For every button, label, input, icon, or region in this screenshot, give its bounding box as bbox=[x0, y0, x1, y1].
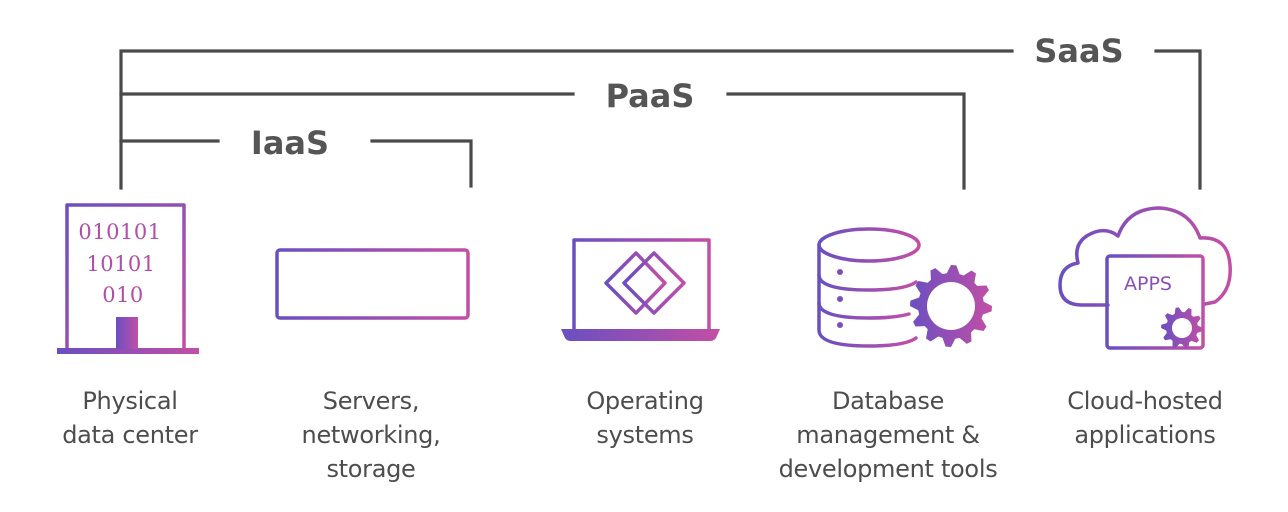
caption-operating-systems: Operating systems bbox=[586, 387, 704, 449]
rack-slots bbox=[304, 272, 443, 297]
building-binary-icon: 010101 10101 010 bbox=[57, 203, 199, 354]
bracket-saas-left-line bbox=[119, 49, 1014, 190]
binary-line-2: 10101 bbox=[86, 252, 155, 276]
database-gear-icon bbox=[817, 227, 992, 348]
gear-hole bbox=[1172, 318, 1192, 338]
bracket-saas-right-line bbox=[1154, 49, 1202, 190]
caption-servers-networking-storage: Servers, networking, storage bbox=[301, 387, 441, 483]
laptop-os-icon bbox=[561, 238, 720, 341]
tier-label-iaas: IaaS bbox=[251, 124, 329, 162]
laptop-base bbox=[561, 329, 720, 341]
caption-cloud-hosted-applications: Cloud-hosted applications bbox=[1067, 387, 1223, 449]
caption-database-management-development-tools: Database management & development tools bbox=[778, 387, 998, 483]
building-door bbox=[116, 317, 138, 349]
cloud-apps-icon: APPS bbox=[1058, 206, 1232, 350]
bracket-paas-right-line bbox=[726, 92, 966, 190]
apps-label: APPS bbox=[1124, 273, 1172, 295]
binary-line-3: 010 bbox=[102, 283, 144, 307]
building-base bbox=[57, 348, 199, 354]
gear-icon bbox=[1161, 307, 1203, 349]
bracket-iaas: IaaS bbox=[119, 124, 473, 188]
tier-label-paas: PaaS bbox=[606, 77, 695, 115]
gear-hole bbox=[927, 282, 975, 330]
binary-line-1: 010101 bbox=[78, 220, 161, 244]
caption-physical-data-center: Physical data center bbox=[62, 387, 198, 449]
bracket-iaas-right-line bbox=[370, 139, 473, 188]
tier-label-saas: SaaS bbox=[1034, 32, 1123, 70]
gear-icon bbox=[910, 265, 992, 347]
bracket-paas: PaaS bbox=[119, 77, 966, 190]
server-rack-icon bbox=[275, 248, 470, 335]
